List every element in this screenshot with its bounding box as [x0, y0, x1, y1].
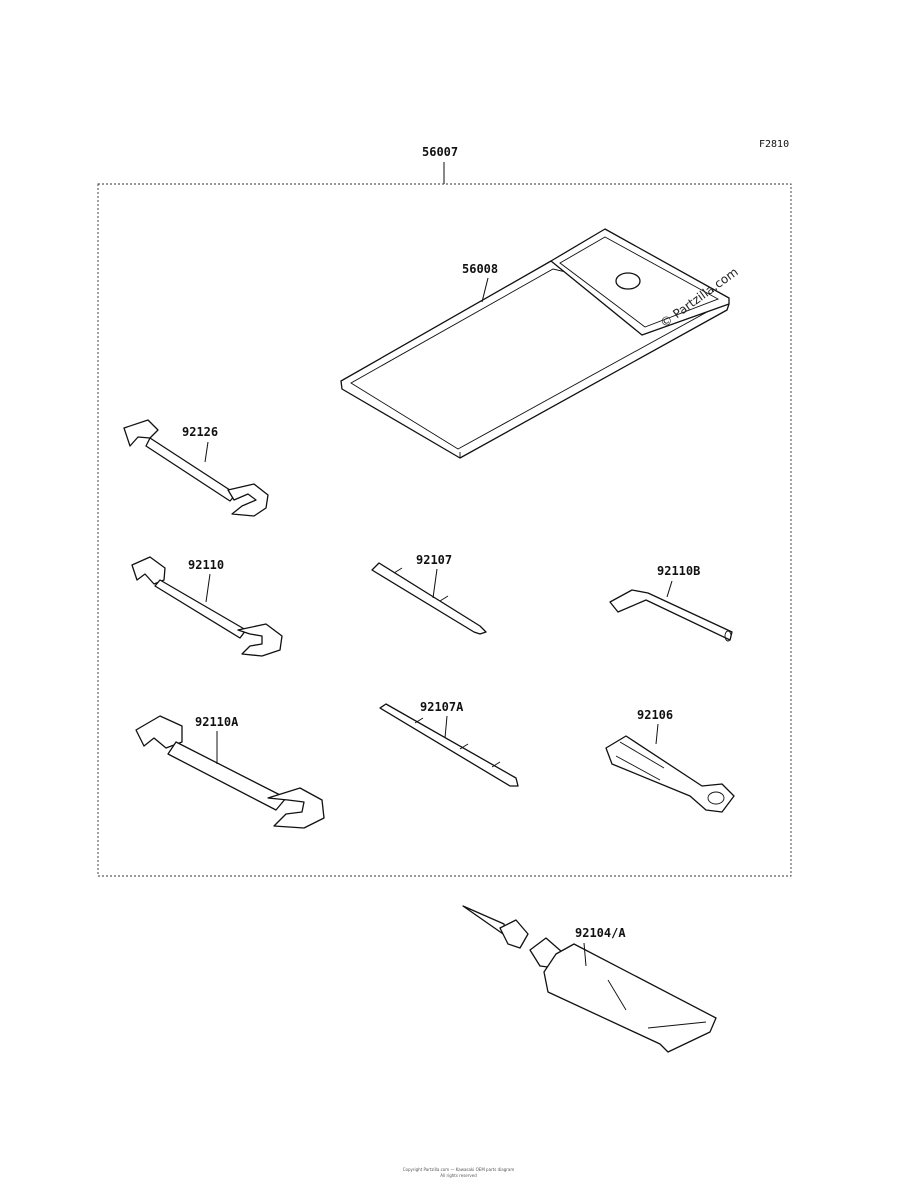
leader-56008 — [481, 277, 489, 303]
leader-92110B — [666, 580, 673, 598]
wrench-92110A-drawing[interactable] — [135, 715, 325, 829]
part-label-56008[interactable]: 56008 — [462, 262, 498, 276]
hex-key-92110B-drawing[interactable] — [609, 589, 733, 642]
leader-92107 — [432, 568, 438, 599]
screwdriver-92107A-drawing[interactable] — [379, 703, 519, 787]
part-label-92110B[interactable]: 92110B — [657, 564, 700, 578]
wrench-92110-drawing[interactable] — [131, 556, 283, 657]
screwdriver-92107-drawing[interactable] — [371, 562, 487, 635]
leader-92110 — [205, 573, 211, 603]
part-label-56007[interactable]: 56007 — [422, 145, 458, 159]
leader-92126 — [204, 441, 209, 463]
leader-92107A — [444, 715, 448, 739]
footer-line-1: Copyright Partzilla.com — Kawasaki OEM p… — [402, 1167, 515, 1172]
kit-boundary — [97, 183, 792, 877]
part-label-92107[interactable]: 92107 — [416, 553, 452, 567]
footer-line-2: All rights reserved — [440, 1173, 477, 1178]
leader-92106 — [655, 723, 659, 745]
part-label-92104A[interactable]: 92104/A — [575, 926, 626, 940]
wrench-92126-drawing[interactable] — [123, 419, 269, 517]
part-label-92110[interactable]: 92110 — [188, 558, 224, 572]
grease-tube-92104A-drawing[interactable] — [462, 905, 717, 1053]
tool-case-drawing[interactable] — [340, 228, 730, 459]
part-label-92126[interactable]: 92126 — [182, 425, 218, 439]
part-label-92106[interactable]: 92106 — [637, 708, 673, 722]
part-label-92107A[interactable]: 92107A — [420, 700, 464, 714]
leader-92104A — [583, 942, 587, 967]
figure-code: F2810 — [759, 139, 789, 150]
part-label-92110A[interactable]: 92110A — [195, 715, 239, 729]
handle-92106-drawing[interactable] — [605, 735, 735, 813]
